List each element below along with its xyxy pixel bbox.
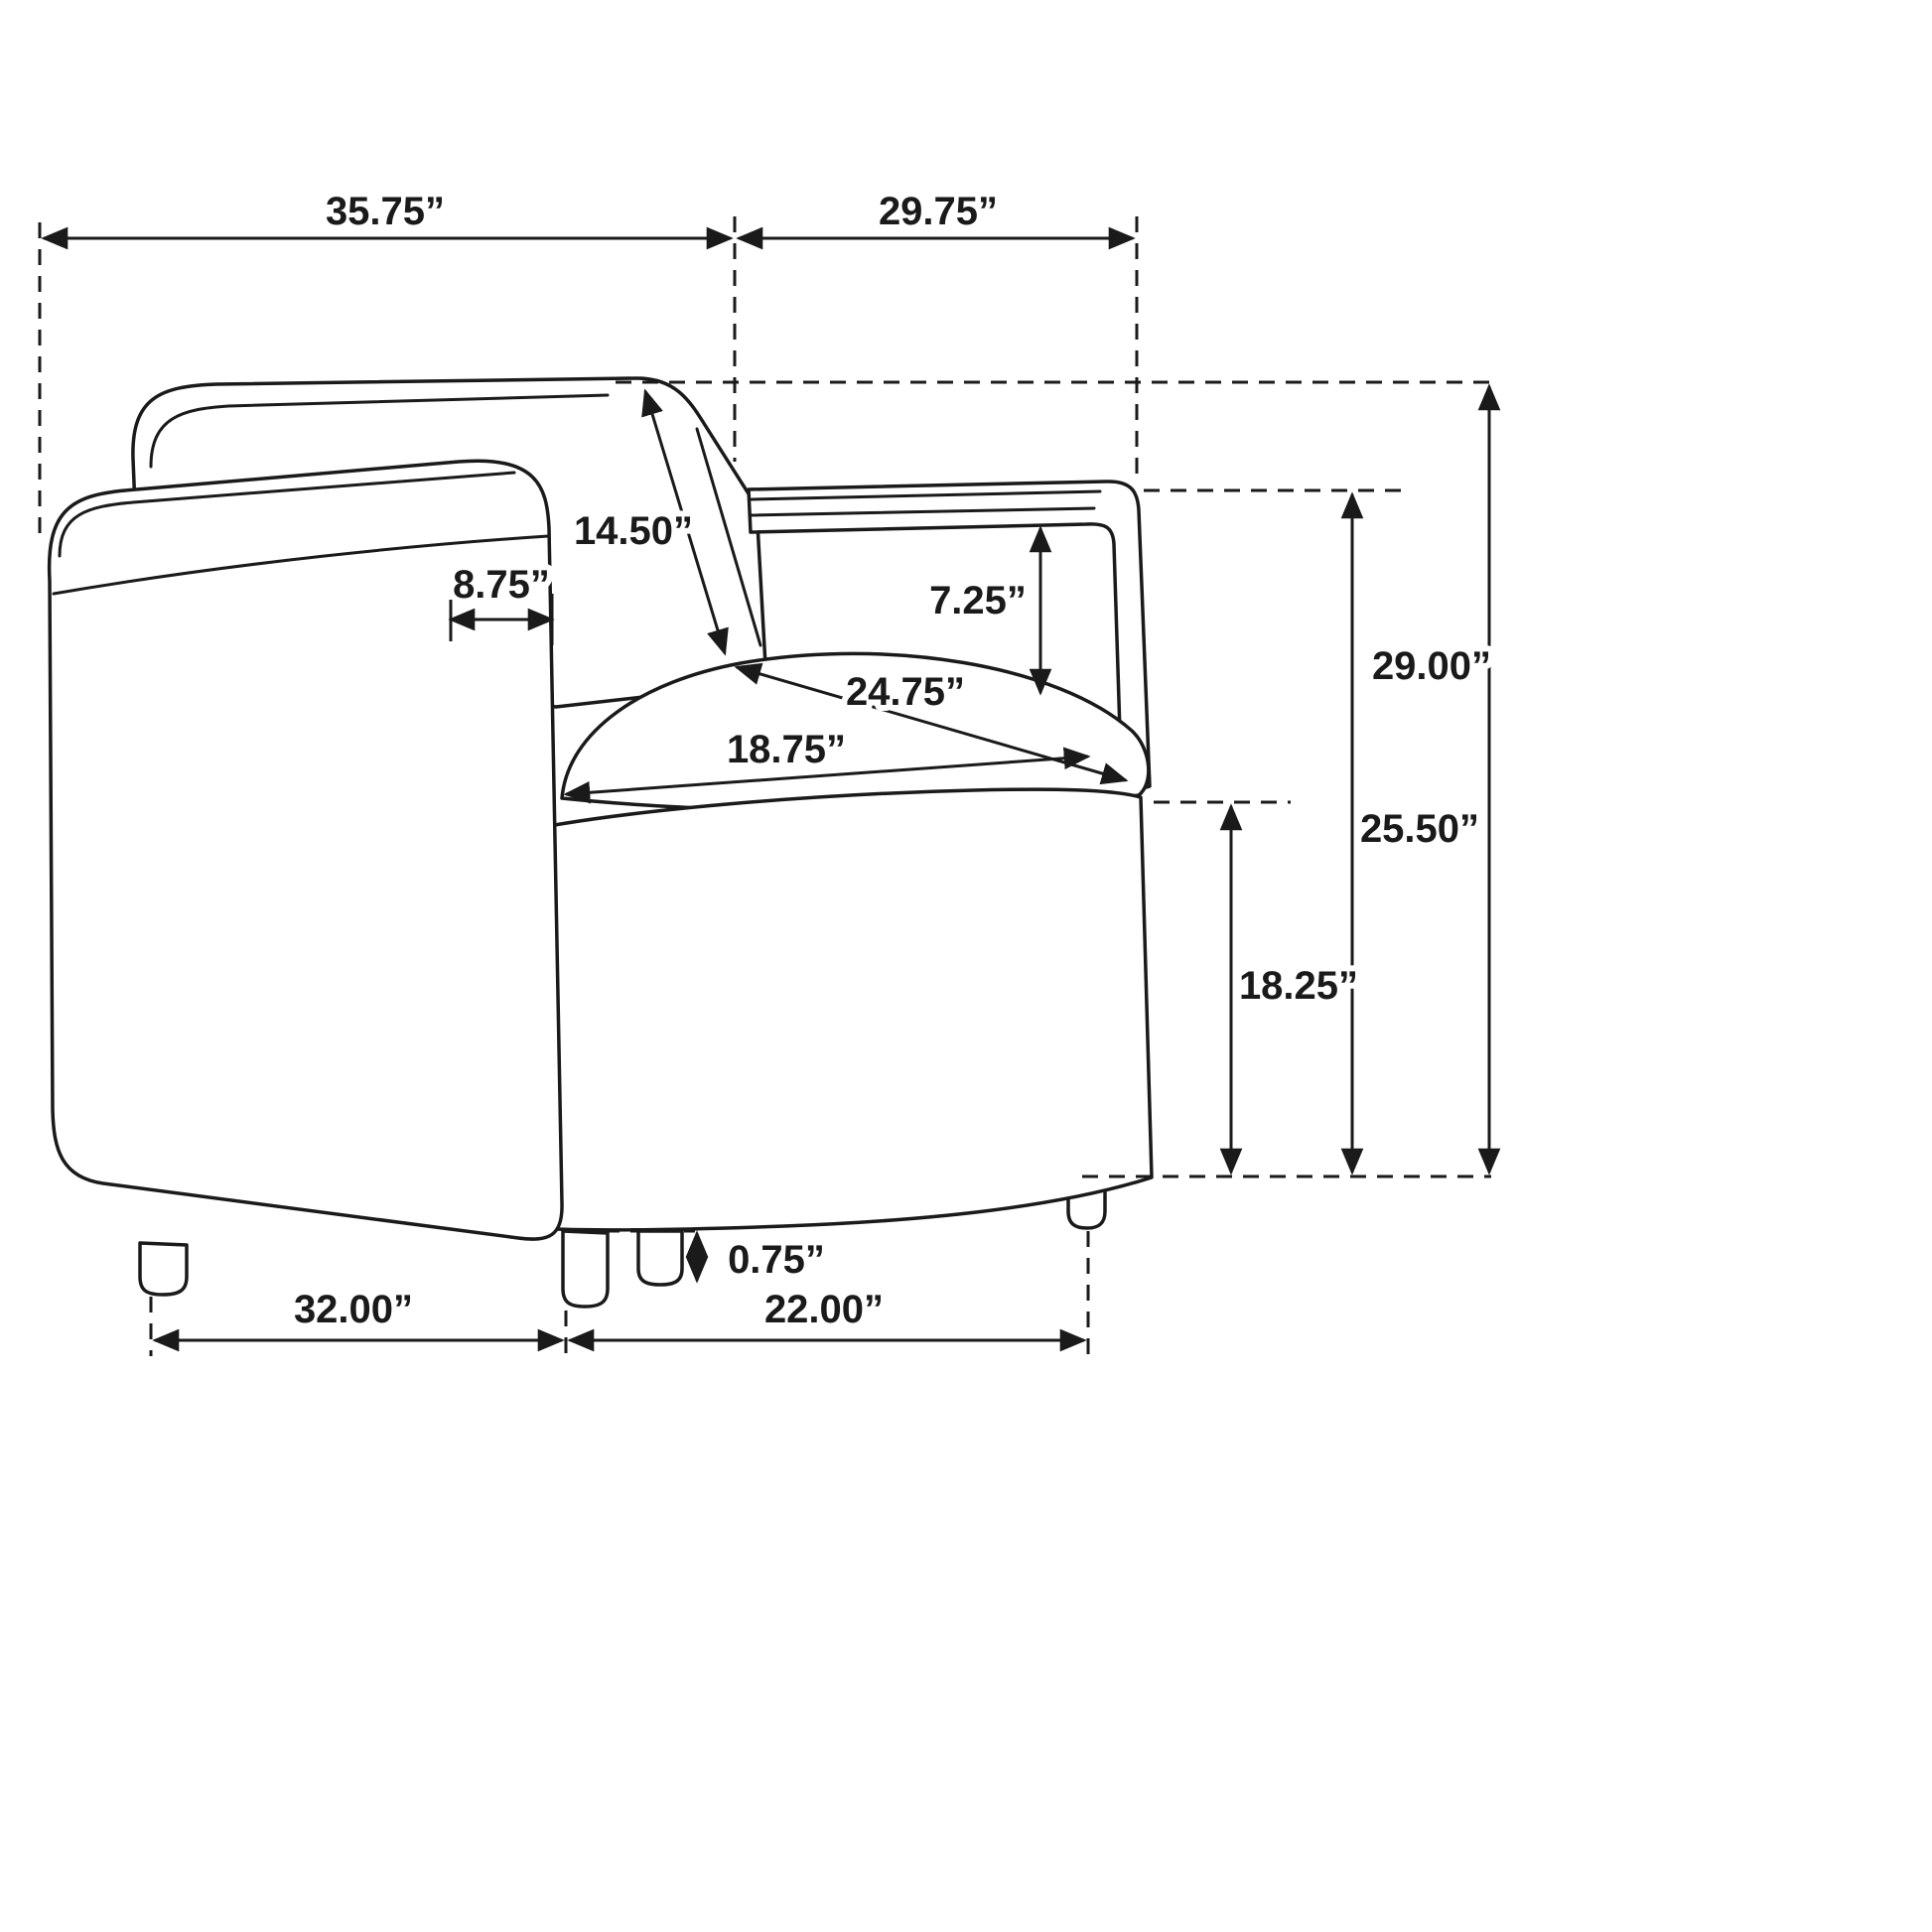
chair-left-arm-piping-top xyxy=(58,471,516,558)
extension-lines xyxy=(38,216,1491,1356)
dim-label-arm-height: 25.50” xyxy=(1360,807,1479,851)
dim-label-arm-to-seat: 7.25” xyxy=(929,579,1027,622)
dim-label-overall-height: 29.00” xyxy=(1372,644,1491,688)
dim-label-front-width: 32.00” xyxy=(294,1288,413,1331)
dim-label-arm-width: 8.75” xyxy=(453,563,550,607)
chair-drawing xyxy=(47,376,1154,1309)
dim-label-overall-depth: 29.75” xyxy=(879,190,998,233)
chair-leg-front-left xyxy=(138,1241,189,1297)
chair-left-arm-panel xyxy=(47,459,564,1241)
chair-left-arm-edge-seam xyxy=(52,534,550,596)
dimension-labels: 35.75” 29.75” 14.50” 8.75” 7.25” 29.00” … xyxy=(288,184,1497,1337)
chair-front-base xyxy=(506,787,1154,1232)
chair-leg-front-right xyxy=(636,1229,684,1287)
dim-label-seat-width: 18.75” xyxy=(727,728,846,771)
dim-label-back-cushion: 14.50” xyxy=(574,509,693,553)
dimension-lines xyxy=(41,226,1501,1352)
dim-label-leg-height: 0.75” xyxy=(728,1238,825,1282)
chair-right-arm-piping-1 xyxy=(750,489,1102,501)
chair-leg-front-center xyxy=(561,1229,610,1309)
dimension-line-back-cushion xyxy=(641,388,729,656)
chair-right-arm-piping-2 xyxy=(749,506,1096,517)
dim-label-seat-depth: 24.75” xyxy=(846,670,965,714)
dimension-line-seat-width xyxy=(563,747,1091,804)
dim-label-seat-height: 18.25” xyxy=(1239,964,1358,1008)
dim-label-overall-width: 35.75” xyxy=(326,190,445,233)
dim-label-side-depth: 22.00” xyxy=(764,1288,884,1331)
chair-backrest-roll-seam xyxy=(149,393,610,469)
